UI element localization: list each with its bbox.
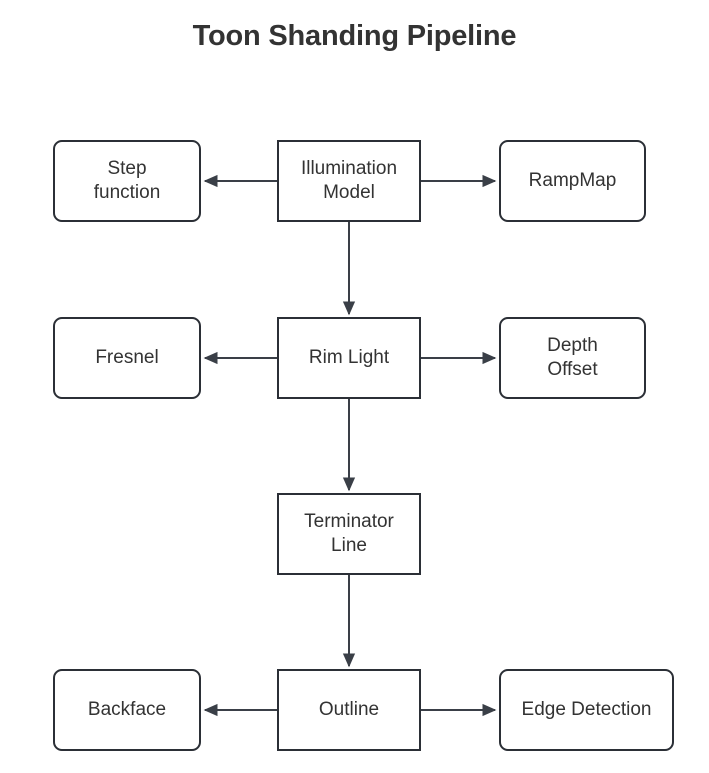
node-illumination-model[interactable]: Illumination Model [277,140,421,222]
node-depth-offset[interactable]: Depth Offset [499,317,646,399]
node-rim-light[interactable]: Rim Light [277,317,421,399]
page-title: Toon Shanding Pipeline [192,20,517,52]
node-rampmap[interactable]: RampMap [499,140,646,222]
node-fresnel[interactable]: Fresnel [53,317,201,399]
node-step-function[interactable]: Step function [53,140,201,222]
node-edge-detection[interactable]: Edge Detection [499,669,674,751]
node-backface[interactable]: Backface [53,669,201,751]
node-terminator-line[interactable]: Terminator Line [277,493,421,575]
node-outline[interactable]: Outline [277,669,421,751]
